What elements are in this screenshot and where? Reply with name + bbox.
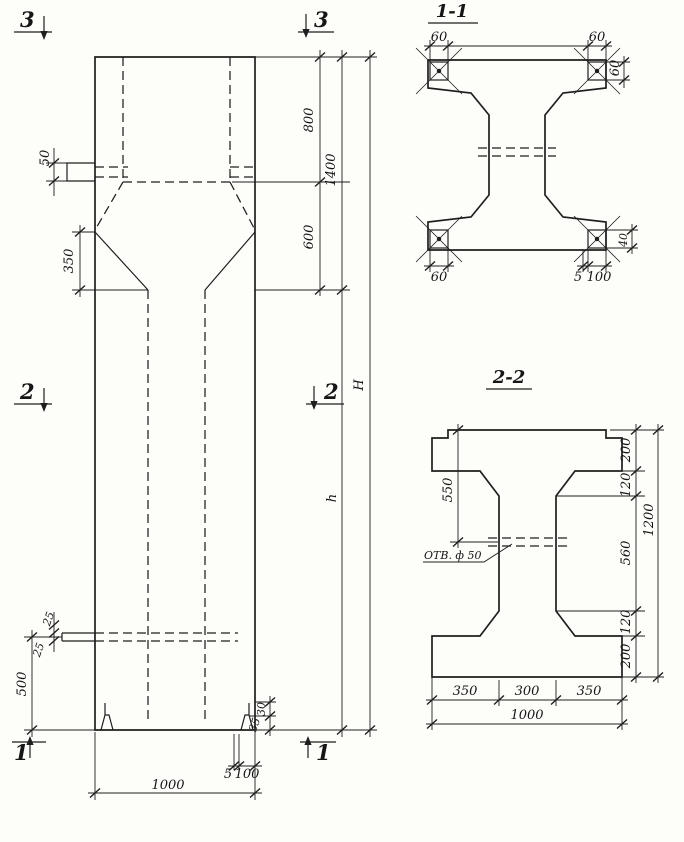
dim-500-label: 500: [15, 672, 30, 697]
section-marker-1-right: 1: [300, 736, 336, 765]
dim-120-bottom-label: 120: [619, 610, 634, 635]
hole-callout: ОТВ. ф 50: [423, 543, 513, 563]
taper-lines: [94, 231, 256, 291]
dim-200-bottom-label: 200: [619, 644, 634, 670]
dim-60-top-left-label: 60: [431, 30, 448, 45]
base-chamfer-left: [100, 703, 114, 731]
dim-1000-bottom-label: 1000: [510, 708, 543, 723]
console-hidden-lines: [95, 166, 257, 178]
section-2-2-view: 2-2 ОТВ. ф 50 550 200 120 560 120 200 12…: [423, 367, 664, 730]
corner-centerline-crosses: [415, 47, 621, 263]
dim-35-label: 35: [246, 716, 263, 734]
dim-60-bottom-left-label: 60: [431, 270, 448, 285]
dim-350-right-label: 350: [577, 684, 602, 699]
dim-25a-label: 25: [40, 610, 57, 629]
dim-550-label: 550: [441, 478, 456, 503]
dim-800-label: 800: [302, 108, 317, 133]
dim-600-label: 600: [302, 225, 317, 250]
pocket-hidden-lines: [94, 57, 256, 231]
dim-1000-label: 1000: [151, 778, 184, 793]
dim-50-label: 50: [38, 150, 53, 167]
dim-120-top-label: 120: [619, 473, 634, 498]
dim-h-label: h: [325, 494, 340, 502]
section-marker-1-right-label: 1: [316, 740, 331, 765]
hidden-web-lines: [147, 290, 206, 722]
section-marker-2-left-label: 2: [19, 379, 35, 404]
dimension-lines-section-2-2: [426, 424, 659, 725]
elevation-view: 3 3 2 2 1 1: [12, 7, 377, 800]
base-chamfer-right: [240, 703, 254, 731]
dimension-ticks-elevation: [26, 51, 376, 799]
column-outline: [94, 56, 256, 731]
section-marker-3-right-label: 3: [314, 7, 329, 32]
dim-25b-label: 25: [30, 641, 47, 660]
dim-40-right-label: 40: [617, 233, 630, 248]
section-2-2-outline: [431, 429, 623, 678]
dim-1400-label: 1400: [324, 153, 339, 186]
section-marker-1-left-label: 1: [14, 740, 29, 765]
dim-30-label: 30: [255, 702, 268, 716]
dim-5-label: 5: [224, 767, 232, 782]
console-outline: [66, 162, 95, 182]
extension-lines-section-1-1: [429, 40, 638, 272]
dim-350-left-label: 350: [453, 684, 478, 699]
section-1-1-view: 1-1 60 60 60 60 40 5: [415, 1, 638, 285]
section-marker-1-left: 1: [12, 736, 46, 765]
dim-60-top-right-label: 60: [589, 30, 606, 45]
lifting-pipe-outline: [61, 632, 95, 642]
section-marker-3-right: 3: [298, 7, 334, 38]
section-2-2-title: 2-2: [492, 367, 526, 388]
dim-350-label: 350: [62, 249, 77, 274]
hole-callout-label: ОТВ. ф 50: [424, 549, 482, 562]
section-1-1-title: 1-1: [436, 1, 469, 22]
lifting-pipe-hidden: [95, 632, 238, 642]
section-1-1-web-hidden-lines: [478, 147, 556, 157]
dim-60-right-label: 60: [608, 60, 623, 77]
dim-100-bottom-label: 100: [587, 270, 612, 285]
section-marker-2-right-label: 2: [323, 379, 339, 404]
corner-anchor-plates: [429, 61, 607, 249]
section-marker-2-left: 2: [14, 379, 52, 412]
dimension-lines-section-1-1: [424, 45, 633, 267]
dim-100-label: 100: [235, 767, 260, 782]
dim-200-top-label: 200: [619, 438, 634, 464]
section-marker-3-left: 3: [14, 7, 52, 40]
dim-5-bottom-label: 5: [574, 270, 582, 285]
extension-lines-elevation: [24, 56, 377, 800]
dim-300-label: 300: [515, 684, 540, 699]
section-marker-2-right: 2: [306, 379, 344, 410]
hole-callout-leader: [423, 543, 513, 563]
dim-560-label: 560: [619, 541, 634, 566]
dimension-lines-elevation: [31, 50, 371, 794]
section-marker-3-left-label: 3: [20, 7, 35, 32]
dim-H-label: Н: [352, 379, 367, 392]
dim-1200-label: 1200: [642, 503, 657, 536]
